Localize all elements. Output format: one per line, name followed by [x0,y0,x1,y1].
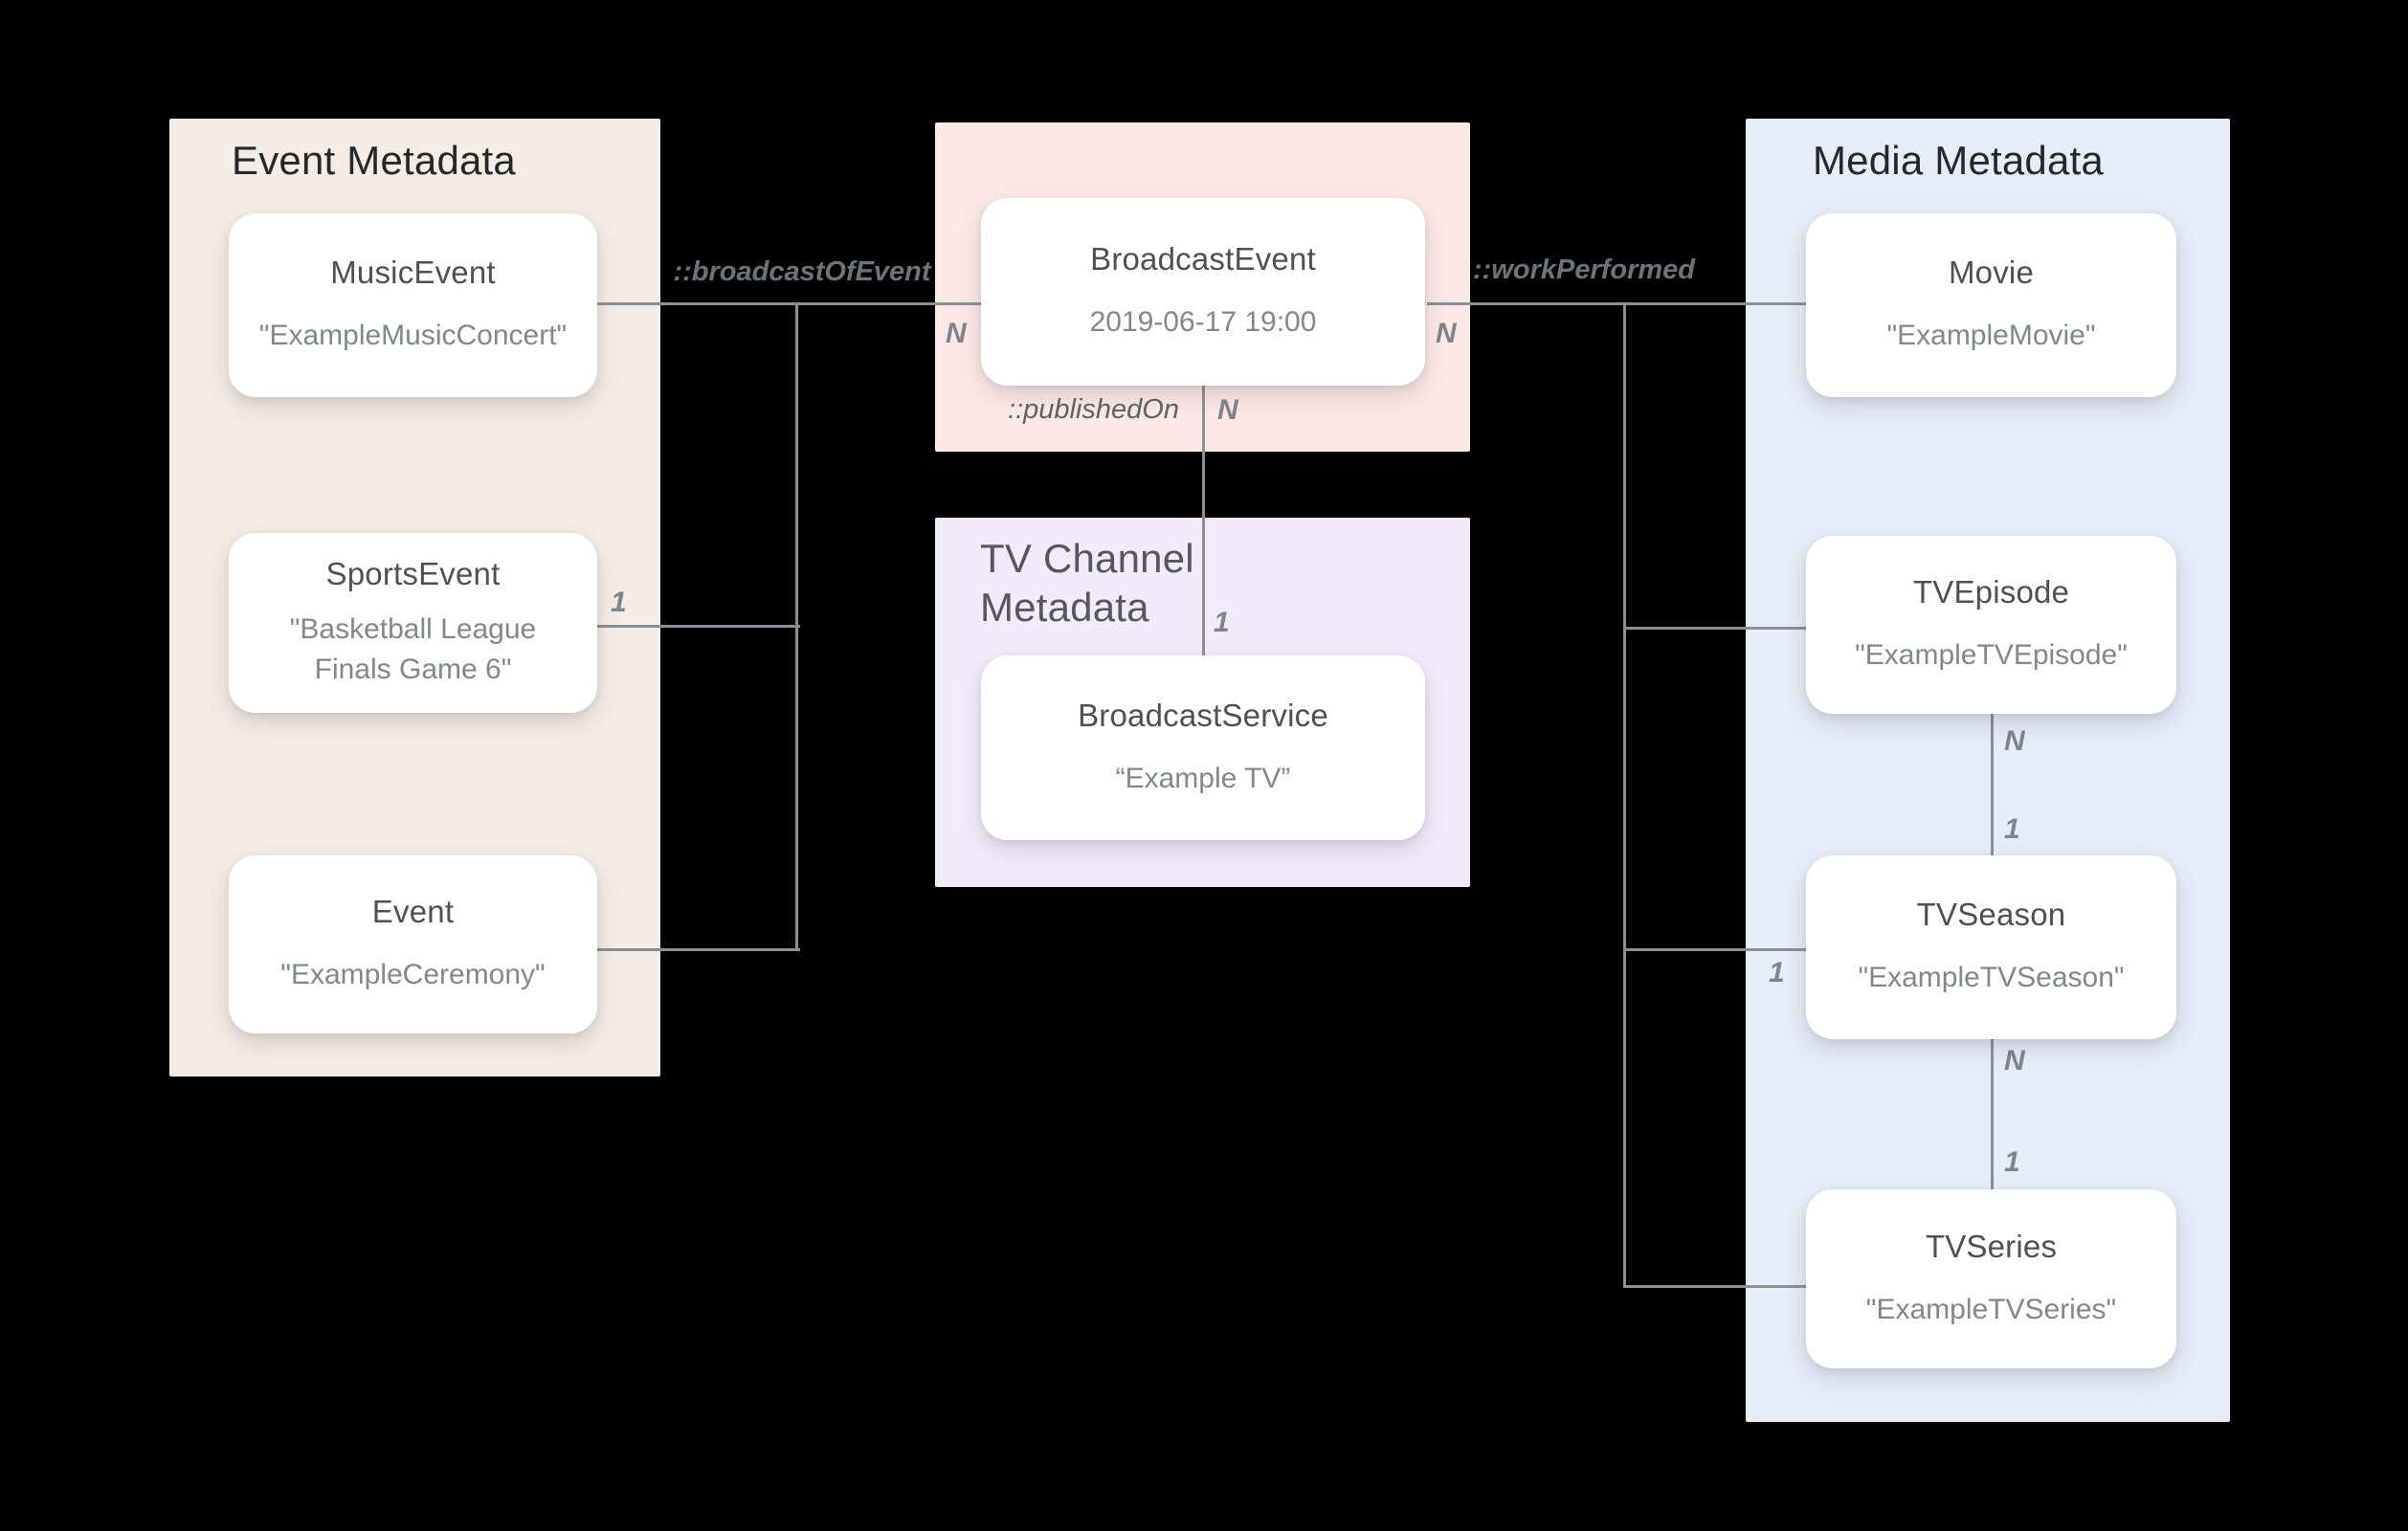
node-musicevent-subtitle: "ExampleMusicConcert" [258,320,568,351]
node-tvseason-title: TVSeason [1916,897,2066,932]
cardinality-season-n: N [2004,1045,2025,1076]
cardinality-season-left-one: 1 [1769,957,1785,988]
node-tvepisode: TVEpisode "ExampleTVEpisode" [1806,536,2176,714]
edge-tvseries-branch [1623,1285,1806,1288]
cardinality-episode-season-one: 1 [2004,813,2020,845]
node-event: Event "ExampleCeremony" [229,855,597,1033]
edge-musicevent-broadcastevent [597,302,986,305]
edge-broadcastevent-movie [1427,302,1806,305]
media-panel-title: Media Metadata [1813,138,2104,183]
node-movie-title: Movie [1948,255,2035,290]
edge-event-branch [597,948,800,951]
node-broadcastevent-title: BroadcastEvent [1090,241,1316,277]
node-tvepisode-title: TVEpisode [1912,574,2070,610]
tv-channel-panel-title: TV Channel Metadata [980,536,1194,631]
node-tvseries: TVSeries "ExampleTVSeries" [1806,1189,2176,1368]
node-sportsevent-title: SportsEvent [325,556,501,591]
node-broadcastevent-subtitle: 2019-06-17 19:00 [1089,306,1317,338]
edge-episode-season-line [1991,714,1994,855]
node-event-title: Event [371,894,455,929]
edge-tvseason-branch [1623,948,1806,951]
edge-sportsevent-branch [597,625,800,628]
label-workperformed: ::workPerformed [1472,255,1696,285]
cardinality-season-series-one: 1 [2004,1146,2020,1178]
cardinality-publishedon-n: N [1217,394,1238,426]
node-tvseason-subtitle: "ExampleTVSeason" [1858,962,2125,993]
event-panel-title: Event Metadata [232,138,516,183]
edge-tvepisode-branch [1623,627,1806,630]
node-sportsevent-subtitle: "Basketball League Finals Game 6" [289,613,537,685]
cardinality-episode-n: N [2004,725,2025,757]
node-sportsevent: SportsEvent "Basketball League Finals Ga… [229,533,597,713]
edge-season-series-line [1991,1039,1994,1189]
node-tvseries-subtitle: "ExampleTVSeries" [1865,1293,2117,1325]
node-tvseries-title: TVSeries [1925,1228,2058,1264]
node-tvepisode-subtitle: "ExampleTVEpisode" [1855,639,2128,671]
label-publishedon: ::publishedOn [1008,394,1179,425]
cardinality-broadcast-right-n: N [1436,318,1457,349]
node-movie: Movie "ExampleMovie" [1806,213,2176,397]
node-broadcastevent: BroadcastEvent 2019-06-17 19:00 [981,198,1425,386]
cardinality-service-one: 1 [1214,607,1230,638]
edge-right-trunk [1623,302,1626,1288]
cardinality-broadcast-left-n: N [946,318,967,349]
label-broadcastofevent: ::broadcastOfEvent [673,256,931,287]
node-broadcastservice-subtitle: “Example TV” [1115,762,1291,794]
node-broadcastservice: BroadcastService “Example TV” [981,655,1425,840]
node-musicevent: MusicEvent "ExampleMusicConcert" [229,213,597,397]
node-movie-subtitle: "ExampleMovie" [1886,320,2096,351]
node-broadcastservice-title: BroadcastService [1078,697,1328,733]
edge-publishedon-line [1202,386,1205,655]
node-musicevent-title: MusicEvent [330,255,496,290]
node-tvseason: TVSeason "ExampleTVSeason" [1806,855,2176,1039]
cardinality-sports-one: 1 [611,587,627,618]
node-event-subtitle: "ExampleCeremony" [280,959,546,990]
